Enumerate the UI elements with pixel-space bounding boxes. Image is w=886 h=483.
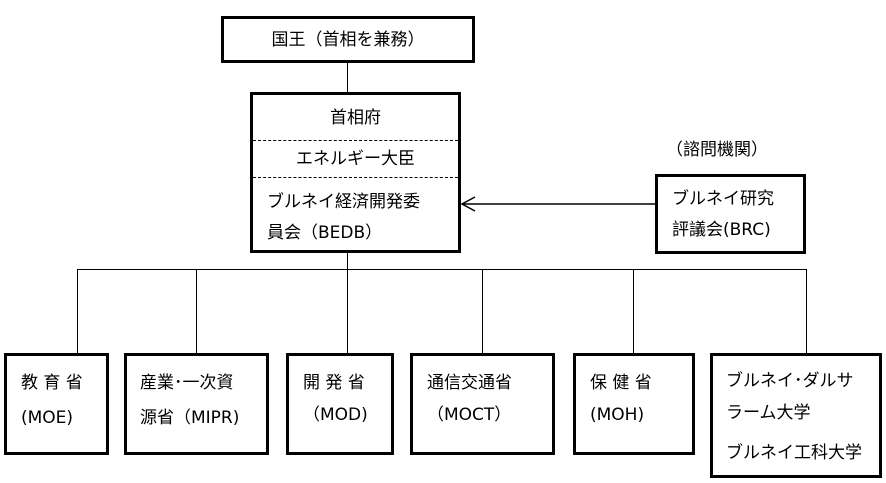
ministry-moct-name: 通信交通省 [427, 373, 512, 393]
ministry-moe-abbr: (MOE) [21, 408, 74, 428]
ministry-moct-abbr: （MOCT） [427, 405, 512, 425]
ministry-mod-name: 開 発 省 [303, 373, 365, 393]
ministry-moct-box: 通信交通省 （MOCT） [410, 353, 555, 455]
pmo-divider-2 [253, 177, 458, 178]
brc-label-line2: 評議会(BRC) [672, 220, 771, 240]
connector-drop-moe [77, 269, 78, 353]
connector-bus [77, 269, 807, 270]
university-name-line2: ラーム大学 [726, 403, 811, 423]
pmo-title: 首相府 [330, 108, 381, 128]
ministry-moh-name: 保 健 省 [590, 373, 652, 393]
ministry-moe-box: 教 育 省 (MOE) [4, 353, 109, 455]
ministry-mod-abbr: （MOD) [303, 405, 368, 425]
university-box: ブルネイ･ダルサ ラーム大学 ブルネイ工科大学 [710, 353, 882, 478]
ministry-moe-name: 教 育 省 [21, 373, 83, 393]
brc-box: ブルネイ研究 評議会(BRC) [655, 174, 806, 254]
tech-university-name: ブルネイ工科大学 [726, 443, 862, 463]
connector-drop-mipr [196, 269, 197, 353]
ministry-moh-abbr: (MOH) [590, 405, 645, 425]
energy-minister-label: エネルギー大臣 [296, 149, 415, 169]
connector-pmo-bus [347, 253, 348, 269]
university-name-line1: ブルネイ･ダルサ [726, 371, 854, 391]
advisory-heading: （諮問機関） [666, 140, 768, 160]
advisory-arrow-head [460, 196, 476, 212]
pmo-box: 首相府 エネルギー大臣 ブルネイ経済開発委 員会（BEDB） [250, 92, 461, 253]
pmo-divider-1 [253, 140, 458, 141]
connector-drop-university [806, 269, 807, 353]
king-label: 国王（首相を兼務） [271, 30, 425, 50]
bedb-label-line2: 員会（BEDB） [267, 223, 383, 243]
bedb-label-line1: ブルネイ経済開発委 [267, 192, 420, 212]
ministry-moh-box: 保 健 省 (MOH) [573, 353, 695, 455]
ministry-mipr-box: 産業･一次資 源省（MIPR) [124, 353, 269, 455]
ministry-mipr-name: 産業･一次資 [140, 373, 234, 393]
connector-drop-moct [482, 269, 483, 353]
ministry-mod-box: 開 発 省 （MOD) [286, 353, 394, 455]
brc-label-line1: ブルネイ研究 [672, 189, 774, 209]
king-box: 国王（首相を兼務） [221, 16, 475, 63]
ministry-mipr-abbr: 源省（MIPR) [140, 408, 240, 428]
connector-drop-mod [347, 269, 348, 353]
connector-drop-moh [633, 269, 634, 353]
connector-king-pmo [347, 63, 348, 92]
